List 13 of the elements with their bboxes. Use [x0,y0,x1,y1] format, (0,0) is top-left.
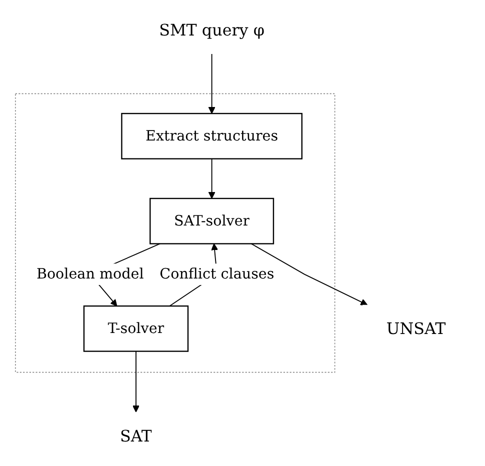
node-text: SAT [120,426,152,446]
arrow [132,350,140,412]
node-box: T-solver [83,305,189,352]
node-text: SMT query φ [159,20,264,40]
cluster [15,93,336,373]
arrow [250,243,368,306]
node-box: SAT-solver [150,198,274,244]
node-text: UNSAT [386,319,446,338]
node-box: Extract structures [121,112,302,160]
arrow [208,54,216,114]
edge-label: Conflict clauses [160,266,274,283]
edge-label: Boolean model [36,266,144,283]
arrow [208,158,216,199]
